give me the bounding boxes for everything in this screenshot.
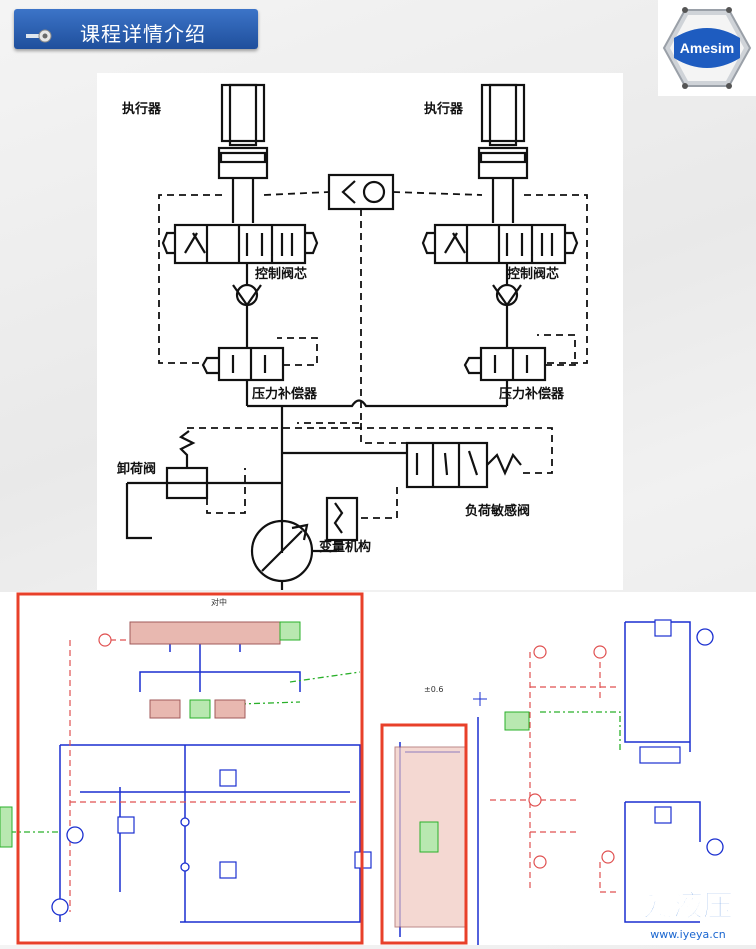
compensator-left-label: 压力补偿器 (252, 386, 318, 402)
load-sensing-valve-label: 负荷敏感阀 (465, 503, 530, 519)
iyeya-watermark: 爱液压 www.iyeya.cn (620, 880, 756, 945)
highlight-box-left (16, 592, 364, 945)
variable-mechanism-label: 变量机构 (319, 539, 371, 555)
highlight-box-right (380, 723, 468, 945)
control-spool-left-label: 控制阀芯 (255, 266, 307, 282)
unloading-valve-label: 卸荷阀 (117, 461, 156, 477)
control-spool-right-label: 控制阀芯 (507, 266, 559, 282)
watermark-url: www.iyeya.cn (650, 928, 726, 941)
load-sensing-schematic: 执行器 执行器 控制阀芯 控制阀芯 压力补偿器 压力补偿器 卸荷阀 负荷敏感阀 … (97, 73, 623, 590)
tolerance-label: ±0.6 (424, 685, 443, 694)
pushpin-icon (26, 29, 52, 43)
page-title-bar: 课程详情介绍 (14, 9, 258, 49)
actuator-right-label: 执行器 (424, 101, 464, 117)
logo-text: Amesim (680, 40, 734, 56)
page-title: 课程详情介绍 (80, 22, 206, 46)
center-label: 对中 (211, 597, 227, 607)
amesim-logo: Amesim (658, 0, 756, 96)
compensator-right-label: 压力补偿器 (499, 386, 565, 402)
crosshair-icon (473, 692, 487, 706)
watermark-brand: 爱液压 (643, 889, 733, 924)
amesim-model-view: 对中 ±0.6 (0, 592, 756, 945)
actuator-left-label: 执行器 (122, 101, 162, 117)
